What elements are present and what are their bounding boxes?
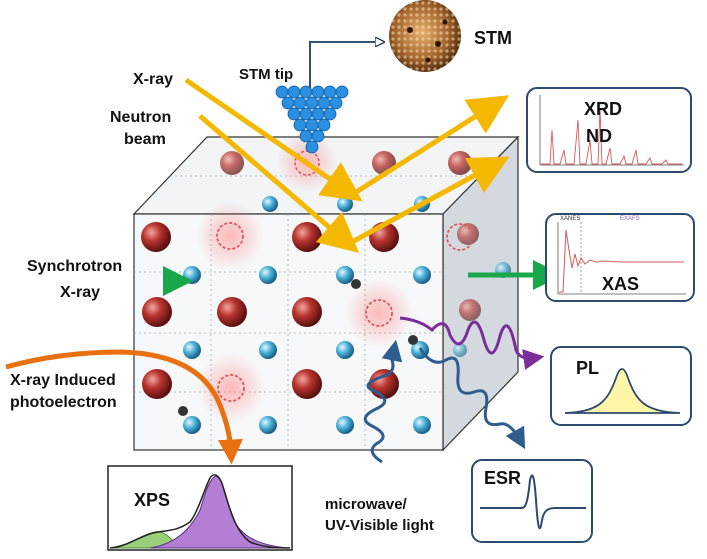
red-atom — [369, 369, 399, 399]
blue-atom — [183, 266, 201, 284]
red-atom — [142, 369, 172, 399]
blue-atom — [262, 196, 278, 212]
red-atom — [142, 297, 172, 327]
synchrotron-label-line1: Synchrotron — [27, 258, 122, 275]
xas-panel: XANES EXAFS XAS — [545, 213, 695, 302]
red-atom — [448, 151, 472, 175]
red-atom — [459, 299, 481, 321]
vacancy — [217, 374, 245, 402]
pl-group: PL — [399, 316, 692, 426]
blue-atom — [413, 266, 431, 284]
stm-tip-label: STM tip — [239, 66, 293, 83]
xray-label: X-ray — [133, 71, 173, 88]
photoelectron-label-line2: photoelectron — [10, 394, 117, 411]
red-atom — [457, 223, 479, 245]
stm-connector — [309, 42, 384, 92]
neutron-diffracted-beam — [350, 156, 510, 245]
xps-envelope — [109, 474, 291, 549]
microwave-wave — [418, 347, 526, 450]
esr-group: ESR microwave/ UV-Visible light — [325, 339, 593, 543]
xrd-nd-panel: XRD ND — [526, 87, 692, 173]
xray-diffracted-beam — [348, 95, 509, 199]
vacancy — [446, 223, 474, 251]
vacancy — [365, 299, 393, 327]
blue-atom — [336, 416, 354, 434]
interstitial-atom — [408, 335, 418, 345]
red-atom — [217, 297, 247, 327]
photoelectron-label-line1: X-ray Induced — [10, 372, 116, 389]
xas-spectrum — [559, 229, 684, 293]
diffraction-beams: X-ray Neutron beam — [110, 71, 510, 254]
xrd-pattern — [541, 107, 682, 165]
interstitial-atom — [351, 279, 361, 289]
stm-tip-icon — [275, 85, 349, 154]
crystal-cube — [132, 132, 520, 452]
pl-peak — [564, 368, 681, 414]
exafs-label: EXAFS — [620, 216, 640, 222]
synchrotron-label-line2: X-ray — [60, 284, 100, 301]
interstitial-atom — [178, 406, 188, 416]
blue-atom — [259, 341, 277, 359]
red-atom — [292, 369, 322, 399]
blue-atom — [336, 266, 354, 284]
xps-label: XPS — [134, 490, 170, 510]
synchrotron-group: Synchrotron X-ray — [27, 258, 563, 301]
blue-atom — [259, 416, 277, 434]
pl-label: PL — [576, 358, 599, 378]
blue-atom — [336, 341, 354, 359]
red-atom — [292, 222, 322, 252]
neutron-label-line1: Neutron — [110, 109, 171, 126]
blue-atom — [259, 266, 277, 284]
blue-atom — [183, 416, 201, 434]
blue-atom — [183, 341, 201, 359]
microwave-label-line1: microwave/ — [325, 496, 408, 513]
xanes-label: XANES — [560, 216, 580, 222]
blue-atom — [413, 416, 431, 434]
xas-label: XAS — [602, 274, 639, 294]
red-atom — [220, 151, 244, 175]
microwave-label-line2: UV-Visible light — [325, 517, 434, 534]
blue-atom — [453, 343, 467, 357]
stm-label: STM — [474, 28, 512, 48]
stm-group: STM STM tip — [239, 0, 512, 154]
xrd-label: XRD — [584, 99, 622, 119]
neutron-incident-beam — [198, 114, 360, 254]
xps-panel — [107, 465, 293, 551]
blue-atom — [337, 196, 353, 212]
red-atom — [141, 222, 171, 252]
uv-vis-wave — [363, 339, 403, 464]
photoelectron-trajectory — [5, 349, 243, 465]
neutron-label-line2: beam — [124, 131, 166, 148]
nd-label: ND — [586, 126, 612, 146]
vacancy — [216, 222, 244, 250]
esr-label: ESR — [484, 468, 521, 488]
xps-group: X-ray Induced photoelectron XPS — [5, 349, 293, 551]
xray-incident-beam — [184, 77, 363, 202]
pl-emission-wave — [399, 316, 545, 370]
esr-derivative-signal — [480, 474, 586, 530]
red-atom — [292, 297, 322, 327]
